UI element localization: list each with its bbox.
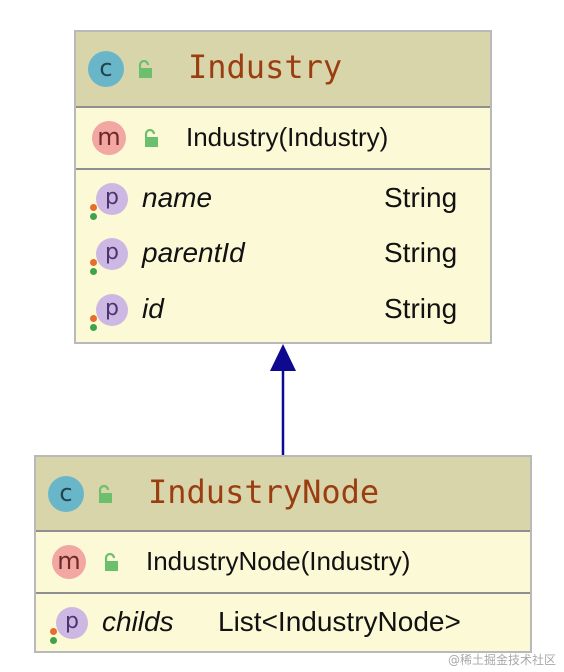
property-badge-icon: p bbox=[96, 183, 128, 215]
property-badge-icon: p bbox=[96, 238, 128, 270]
constructor-signature: Industry(Industry) bbox=[186, 122, 389, 152]
property-dot-icon bbox=[50, 637, 57, 644]
property-badge-icon: p bbox=[96, 294, 128, 326]
field-type: String bbox=[384, 237, 458, 268]
field-type: String bbox=[384, 182, 458, 213]
constructor-row: m Industry(Industry) bbox=[76, 108, 490, 170]
field-name: childs bbox=[102, 606, 174, 637]
property-dot-icon bbox=[90, 268, 97, 275]
field-type: List<IndustryNode> bbox=[218, 606, 461, 637]
class-name: Industry bbox=[188, 48, 343, 86]
watermark: @稀土掘金技术社区 bbox=[447, 653, 556, 667]
method-badge-icon: m bbox=[52, 545, 86, 579]
unlock-icon bbox=[98, 484, 112, 503]
unlock-icon bbox=[104, 552, 118, 571]
arrow-head-icon bbox=[270, 344, 296, 371]
field-row: p parentId String bbox=[76, 228, 490, 286]
field-name: id bbox=[142, 293, 164, 324]
class-industry-node[interactable]: c IndustryNode m IndustryNode(Industry) … bbox=[34, 455, 532, 653]
field-row: p childs List<IndustryNode> bbox=[36, 594, 530, 654]
field-row: p name String bbox=[76, 170, 490, 228]
field-name: parentId bbox=[142, 237, 245, 268]
property-dot-icon bbox=[90, 324, 97, 331]
class-name: IndustryNode bbox=[148, 473, 380, 511]
field-type: String bbox=[384, 293, 458, 324]
field-row: p id String bbox=[76, 286, 490, 344]
class-header: c Industry bbox=[76, 32, 490, 108]
field-name: name bbox=[142, 182, 213, 213]
unlock-icon bbox=[144, 128, 158, 147]
property-dot-icon bbox=[90, 204, 97, 211]
class-badge-icon: c bbox=[88, 51, 124, 87]
unlock-icon bbox=[138, 59, 152, 78]
property-badge-icon: p bbox=[56, 607, 88, 639]
constructor-row: m IndustryNode(Industry) bbox=[36, 532, 530, 594]
property-dot-icon bbox=[50, 628, 57, 635]
constructor-signature: IndustryNode(Industry) bbox=[146, 546, 411, 576]
class-industry[interactable]: c Industry m Industry(Industry) p name S… bbox=[74, 30, 492, 344]
class-badge-icon: c bbox=[48, 476, 84, 512]
property-dot-icon bbox=[90, 259, 97, 266]
property-dot-icon bbox=[90, 315, 97, 322]
method-badge-icon: m bbox=[92, 121, 126, 155]
class-header: c IndustryNode bbox=[36, 457, 530, 532]
property-dot-icon bbox=[90, 213, 97, 220]
